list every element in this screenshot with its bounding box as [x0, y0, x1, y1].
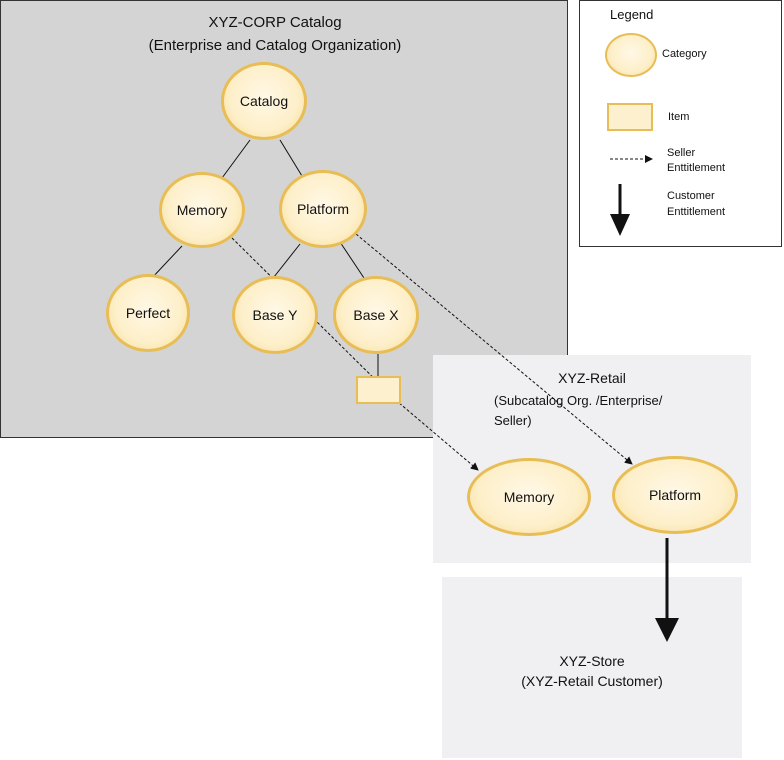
store-subtitle: (XYZ-Retail Customer): [521, 673, 663, 689]
edge-platform-basex: [339, 241, 365, 279]
node-retail-memory: Memory: [467, 458, 591, 536]
node-catalog: Catalog: [221, 62, 307, 140]
store-title: XYZ-Store: [559, 653, 625, 669]
node-perfect: Perfect: [106, 274, 190, 352]
node-base-y: Base Y: [232, 276, 318, 354]
corp-title: XYZ-CORP Catalog: [208, 14, 342, 31]
edge-platform-basey: [269, 243, 301, 283]
legend-item-swatch: [607, 103, 653, 131]
node-perfect-label: Perfect: [125, 305, 171, 321]
legend-customer-label-line1: Customer: [667, 190, 715, 202]
node-base-y-label: Base Y: [252, 307, 298, 323]
legend-customer-label-line2: Enttitlement: [667, 206, 726, 218]
edge-catalog-memory: [221, 139, 251, 179]
legend-seller-label-line2: Enttitlement: [667, 162, 726, 174]
node-catalog-label: Catalog: [239, 93, 289, 109]
node-retail-platform-label: Platform: [648, 487, 702, 503]
store-panel: [442, 577, 742, 758]
legend-title: Legend: [610, 7, 654, 22]
node-platform: Platform: [279, 170, 367, 248]
node-platform-label: Platform: [296, 201, 350, 217]
legend-category-swatch: [605, 33, 657, 77]
node-base-x-label: Base X: [353, 307, 399, 323]
legend-seller-label-line1: Seller: [667, 147, 696, 159]
node-memory: Memory: [159, 172, 245, 248]
legend-item-label: Item: [668, 111, 690, 123]
seller-entitlement-memory: [231, 237, 479, 471]
retail-subtitle-line1: (Subcatalog Org. /Enterprise/: [494, 393, 663, 408]
node-retail-memory-label: Memory: [503, 489, 555, 505]
corp-subtitle: (Enterprise and Catalog Organization): [148, 37, 402, 54]
retail-title: XYZ-Retail: [558, 370, 626, 386]
node-base-x: Base X: [333, 276, 419, 354]
node-retail-platform: Platform: [612, 456, 738, 534]
legend-category-label: Category: [662, 48, 707, 60]
edge-catalog-platform: [279, 139, 303, 177]
retail-subtitle-line2: Seller): [494, 413, 532, 428]
node-memory-label: Memory: [176, 202, 228, 218]
legend-solid-arrowhead: [610, 214, 630, 236]
item-box: [356, 376, 401, 404]
customer-entitlement-arrowhead: [655, 618, 679, 642]
